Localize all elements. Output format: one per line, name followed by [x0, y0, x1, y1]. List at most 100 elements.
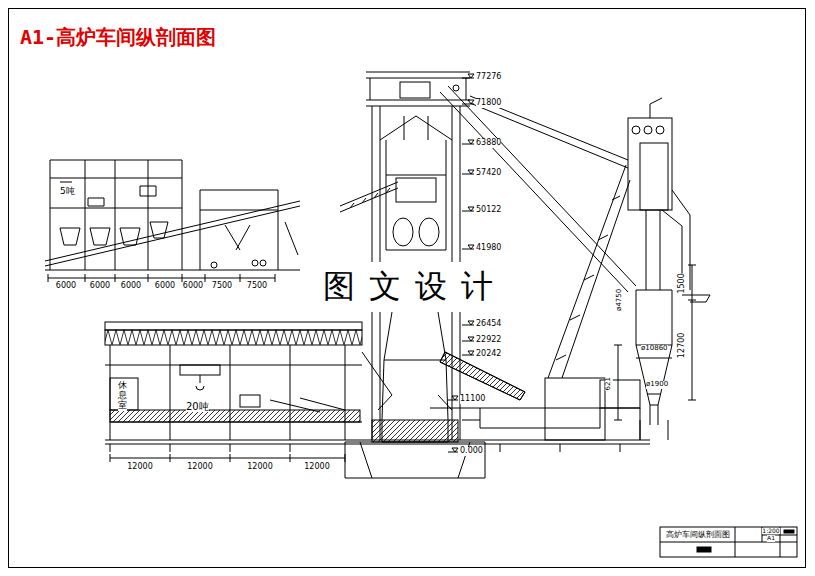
drawing-line — [45, 270, 300, 271]
drawing-line — [545, 378, 605, 440]
dimension-label: 621 — [605, 377, 613, 390]
drawing-line — [453, 85, 459, 91]
drawing-line — [9, 9, 806, 568]
dimension-label: 12000 — [127, 463, 152, 472]
drawing-line — [628, 118, 672, 210]
drawing-line — [640, 143, 668, 210]
drawing-line — [640, 405, 668, 440]
dimension-label: 6000 — [56, 282, 76, 291]
drawing-line — [660, 527, 797, 557]
drawing-line — [370, 78, 466, 100]
drawing-line — [225, 222, 298, 255]
drawing-line — [372, 420, 458, 442]
drawing-line — [400, 82, 430, 98]
dimension-label: 1:200 — [762, 528, 779, 535]
drawing-line — [110, 410, 360, 422]
dimension-label: 6000 — [155, 282, 175, 291]
drawing-line — [380, 116, 452, 140]
title-block-cell: 高炉车间纵剖面图 — [661, 528, 734, 541]
drawing-line — [548, 165, 630, 378]
drawing-line — [105, 322, 362, 330]
drawing-line — [440, 352, 525, 400]
drawing-line — [636, 358, 672, 394]
dimension-label: 12000 — [187, 463, 212, 472]
drawing-line — [105, 365, 362, 366]
drawing-line — [396, 178, 436, 202]
drawing-line — [110, 454, 345, 462]
dimension-label: 20吨 — [186, 401, 209, 412]
drawing-line — [252, 260, 258, 266]
drawing-line — [650, 98, 662, 118]
dimension-label: 63880 — [476, 139, 501, 148]
drawing-line — [644, 126, 652, 134]
drawing-line — [366, 72, 470, 106]
drawing-line — [382, 420, 448, 442]
dimension-label: 26454 — [476, 320, 501, 329]
watermark: 图文设计 — [309, 269, 507, 304]
drawing-line — [110, 444, 620, 452]
drawing-line — [646, 210, 660, 290]
drawing-line — [386, 140, 446, 250]
dimension-label: 0.000 — [460, 447, 483, 456]
drawing-line — [340, 182, 398, 212]
drawing-line — [9, 9, 806, 568]
dimension-label: 11100 — [460, 395, 485, 404]
drawing-line — [688, 265, 696, 400]
drawing-line — [372, 106, 460, 262]
drawing-line — [180, 365, 220, 375]
drawing-line — [110, 378, 138, 410]
dimension-label: 7500 — [212, 282, 232, 291]
drawing-line — [260, 260, 266, 266]
drawing-line — [440, 86, 636, 292]
dimension-label: 57420 — [476, 169, 501, 178]
dimension-label: 6000 — [90, 282, 110, 291]
drawing-line — [697, 547, 711, 552]
drawing-line — [211, 262, 217, 268]
dimension-label: 77276 — [476, 73, 501, 82]
drawing-line — [614, 345, 622, 420]
drawing-line — [682, 295, 710, 302]
drawing-line — [393, 218, 413, 246]
drawing-line — [200, 190, 278, 270]
dimension-label: 12700 — [679, 332, 688, 357]
drawing-line — [632, 126, 640, 134]
drawing-line — [656, 126, 664, 134]
drawing-line — [50, 160, 182, 270]
dimension-label: ø4750 — [616, 289, 624, 311]
dimension-label: 5吨 — [60, 187, 75, 197]
drawing-line — [300, 262, 515, 312]
dimension-label: 50122 — [476, 206, 501, 215]
dimension-label: 12000 — [247, 463, 272, 472]
dimension-label: 41980 — [476, 244, 501, 253]
drawing-line — [105, 440, 650, 444]
cell-text: 高炉车间纵剖面图 — [666, 529, 730, 540]
dimension-label: 22922 — [476, 336, 501, 345]
dimension-label: 6000 — [121, 282, 141, 291]
drawing-line — [470, 96, 628, 168]
dimension-label: ø1900 — [646, 381, 668, 389]
dimension-label: 6000 — [183, 282, 203, 291]
drawing-title: A1-高炉车间纵剖面图 — [20, 26, 216, 48]
drawing-line — [382, 312, 448, 420]
drawing-line — [660, 527, 797, 557]
dimension-label: 20242 — [476, 350, 501, 359]
drawing-line — [60, 182, 156, 206]
room-label: 休息室 — [118, 381, 127, 411]
drawing-line — [345, 442, 485, 478]
drawing-line — [110, 345, 345, 440]
dimension-label: 1500 — [678, 273, 687, 293]
drawing-line — [60, 222, 168, 245]
drawing-line — [196, 375, 204, 390]
drawing-line — [636, 290, 672, 405]
dimension-label: 12000 — [304, 463, 329, 472]
drawing-line — [362, 352, 525, 400]
drawing-line — [430, 408, 640, 440]
drawing-line — [105, 330, 362, 345]
dimension-label: ø10860 — [641, 345, 668, 353]
dimension-label: 7500 — [247, 282, 267, 291]
drawing-line — [240, 395, 260, 407]
drawing-line — [419, 218, 439, 246]
drawing-line — [784, 530, 794, 533]
drawing-line — [110, 398, 362, 422]
